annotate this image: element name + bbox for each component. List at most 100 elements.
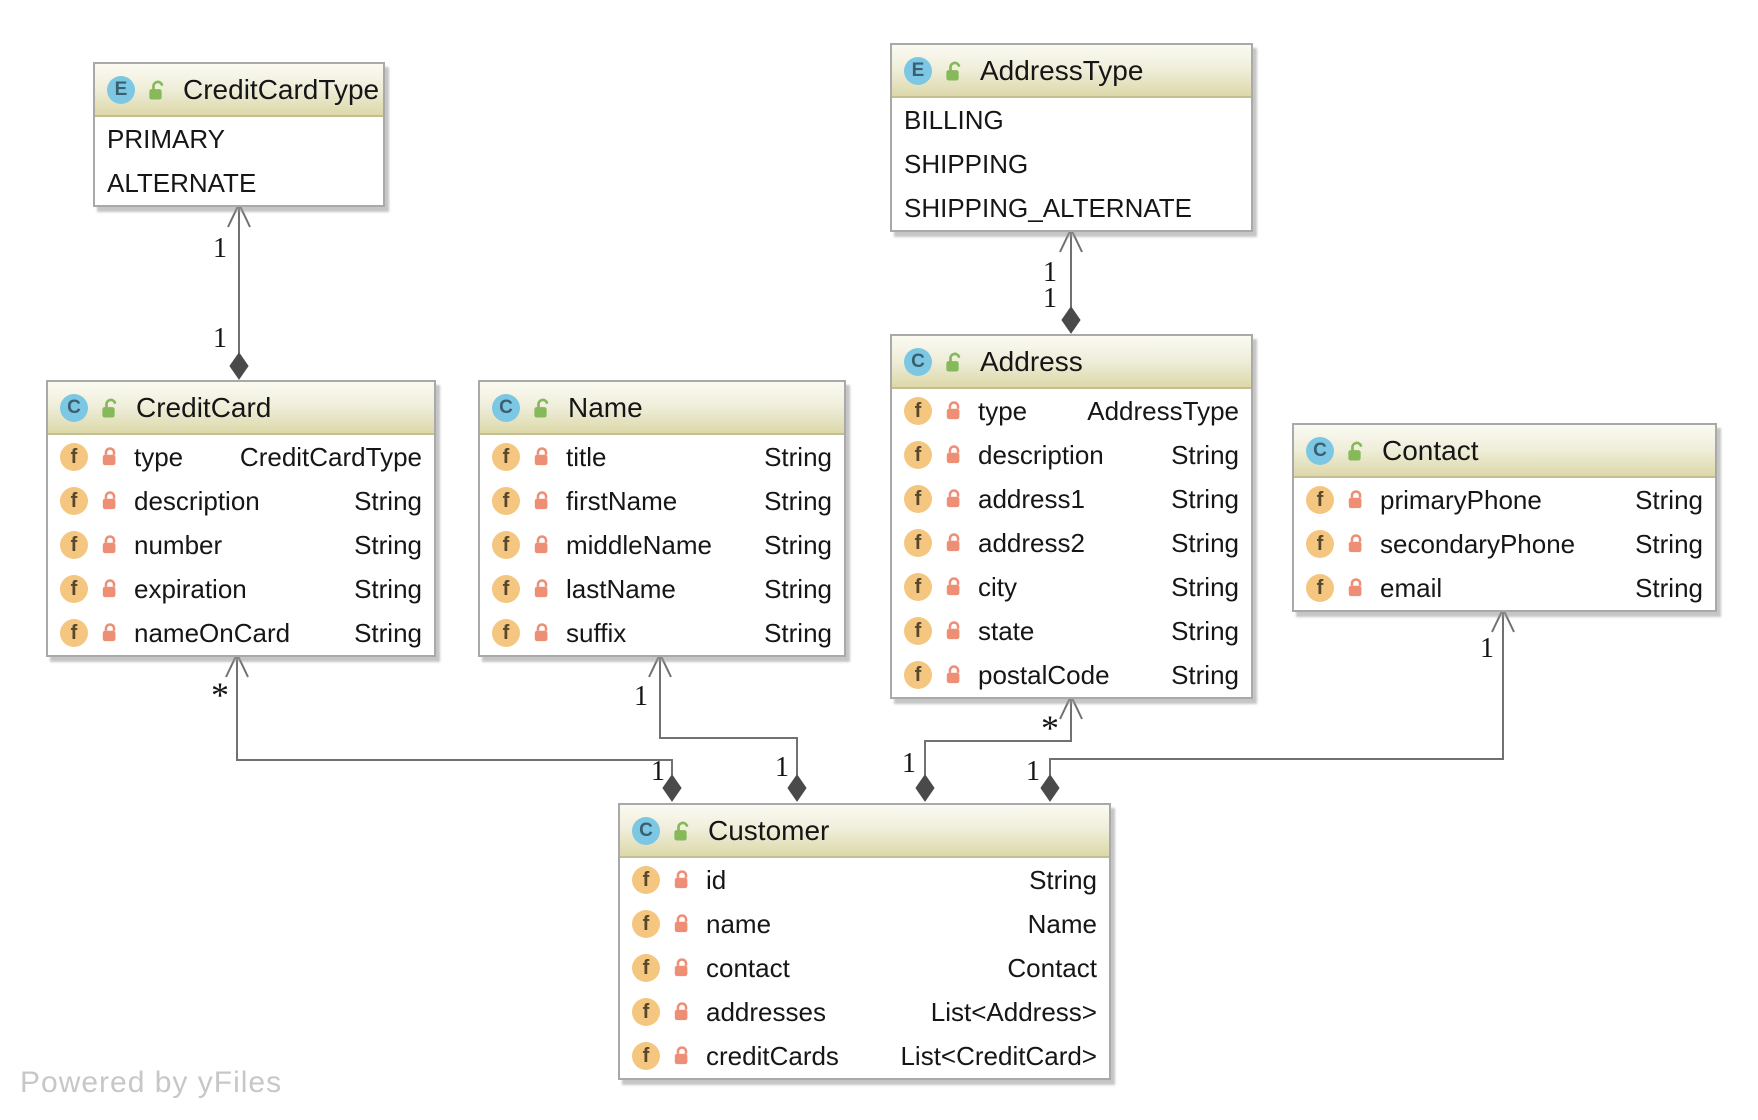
field-type: String [1635,484,1703,515]
field-name: primaryPhone [1380,484,1542,515]
field-icon: f [904,485,932,513]
field-type: String [1171,439,1239,470]
field-type: String [764,441,832,472]
locked-icon [534,579,548,598]
locked-icon [946,489,960,508]
field-name: nameOnCard [134,617,291,648]
field-icon: f [904,529,932,557]
multiplicity-label: 1 [1043,283,1057,314]
unlocked-icon [149,80,164,100]
locked-icon [1348,534,1362,553]
locked-icon [674,958,688,977]
field-type: String [764,573,832,604]
locked-icon [674,1002,688,1021]
aggregation-diamond-icon [1061,306,1081,334]
field-name: suffix [566,617,627,648]
class-icon: C [60,393,88,422]
field-icon: f [904,573,932,601]
unlocked-icon [946,352,961,372]
enum-literal-row: SHIPPING_ALTERNATE [904,192,1192,223]
field-icon: f [632,866,660,894]
field-icon: f [904,441,932,469]
unlocked-icon [534,398,549,418]
unlocked-icon [102,398,117,418]
field-icon: f [632,1042,660,1070]
field-type: List<Address> [930,996,1097,1027]
field-icon: f [492,487,520,515]
multiplicity-label: 1 [902,748,916,779]
field-name: address1 [978,483,1085,514]
field-name: id [706,864,727,895]
locked-icon [102,447,116,466]
aggregation-diamond-icon [1040,774,1060,802]
field-name: number [134,529,223,560]
edge-creditcard-to-creditcardtype: 1 1 [213,201,251,380]
enum-literal-row: PRIMARY [107,123,225,154]
edge-line [659,653,798,775]
locked-icon [1348,490,1362,509]
edge-customer-to-creditcard: * 1 [211,651,682,802]
edge-customer-to-contact: 1 1 [1026,606,1515,802]
edge-line [1049,609,1504,775]
field-type: String [764,617,832,648]
field-icon: f [492,443,520,471]
field-type: String [1029,864,1097,895]
locked-icon [534,491,548,510]
field-name: description [978,439,1104,470]
field-type: String [764,529,832,560]
class-title: Address [980,345,1083,377]
class-header: C CreditCard [48,382,434,435]
enum-header: E AddressType [892,45,1251,98]
field-name: type [134,441,184,472]
field-type: List<CreditCard> [900,1040,1097,1071]
yfiles-watermark: Powered by yFiles [20,1066,283,1099]
multiplicity-label: 1 [775,752,789,783]
aggregation-diamond-icon [787,774,807,802]
locked-icon [946,665,960,684]
field-type: Name [1027,908,1097,939]
field-name: addresses [706,996,826,1027]
edge-customer-to-address: * 1 [902,693,1083,802]
locked-icon [102,535,116,554]
enum-title: AddressType [980,54,1144,86]
field-icon: f [492,575,520,603]
unlocked-icon [1348,441,1363,461]
field-name: expiration [134,573,247,604]
field-name: type [978,395,1028,426]
field-type: String [1171,527,1239,558]
unlocked-icon [946,61,961,81]
class-title: CreditCard [136,391,272,423]
field-type: String [354,573,422,604]
field-icon: f [904,617,932,645]
locked-icon [946,621,960,640]
locked-icon [534,535,548,554]
edge-line [924,696,1072,775]
field-type: String [764,485,832,516]
field-type: AddressType [1087,395,1239,426]
